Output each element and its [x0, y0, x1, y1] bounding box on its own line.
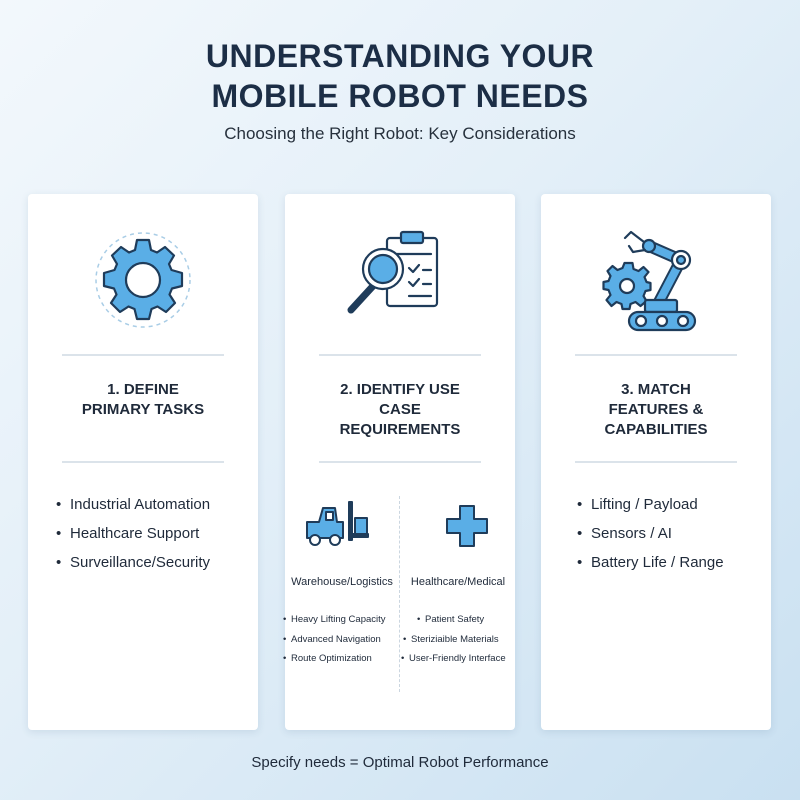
card-title: 2. IDENTIFY USE CASE REQUIREMENTS	[339, 381, 461, 438]
divider	[575, 354, 737, 356]
divider	[575, 461, 737, 463]
page-title: UNDERSTANDING YOUR MOBILE ROBOT NEEDS	[0, 36, 800, 116]
subsection-list: Patient Safety Steriziaible Materials Us…	[401, 610, 515, 669]
list-item: User-Friendly Interface	[401, 649, 515, 669]
list-item: Route Optimization	[283, 649, 386, 669]
list-item: Advanced Navigation	[283, 630, 386, 650]
card-title: 3. MATCH FEATURES & CAPABILITIES	[604, 381, 708, 438]
divider	[319, 461, 481, 463]
card-title: 1. DEFINE PRIMARY TASKS	[81, 381, 205, 418]
feature-list: Lifting / Payload Sensors / AI Battery L…	[577, 490, 724, 577]
list-item: Sensors / AI	[577, 519, 724, 548]
forklift-icon	[306, 501, 369, 546]
list-item: Battery Life / Range	[577, 548, 724, 577]
gear-icon	[95, 232, 191, 328]
divider	[319, 354, 481, 356]
list-item: Industrial Automation	[56, 490, 210, 519]
title-line-1: UNDERSTANDING YOUR	[205, 38, 595, 74]
list-item: Heavy Lifting Capacity	[283, 610, 386, 630]
subsection-list: Heavy Lifting Capacity Advanced Navigati…	[283, 610, 386, 669]
subsection-title: Healthcare/Medical	[410, 576, 506, 588]
magnifier-clipboard-icon	[347, 230, 439, 314]
divider	[62, 354, 224, 356]
robot-arm-icon	[602, 230, 697, 332]
task-list: Industrial Automation Healthcare Support…	[56, 490, 210, 577]
medical-cross-icon	[446, 505, 488, 547]
list-item: Lifting / Payload	[577, 490, 724, 519]
divider	[62, 461, 224, 463]
card-match-features: 3. MATCH FEATURES & CAPABILITIES Lifting…	[541, 194, 771, 730]
subsection-divider	[399, 496, 400, 692]
list-item: Patient Safety	[417, 610, 515, 630]
card-define-tasks: 1. DEFINE PRIMARY TASKS Industrial Autom…	[28, 194, 258, 730]
subsection-title: Warehouse/Logistics	[291, 576, 393, 588]
title-line-2: MOBILE ROBOT NEEDS	[211, 78, 589, 114]
list-item: Healthcare Support	[56, 519, 210, 548]
card-use-case: 2. IDENTIFY USE CASE REQUIREMENTS Wareho…	[283, 194, 515, 730]
page-subtitle: Choosing the Right Robot: Key Considerat…	[224, 124, 576, 143]
list-item: Steriziaible Materials	[403, 630, 515, 650]
footer-text: Specify needs = Optimal Robot Performanc…	[251, 754, 549, 771]
list-item: Surveillance/Security	[56, 548, 210, 577]
